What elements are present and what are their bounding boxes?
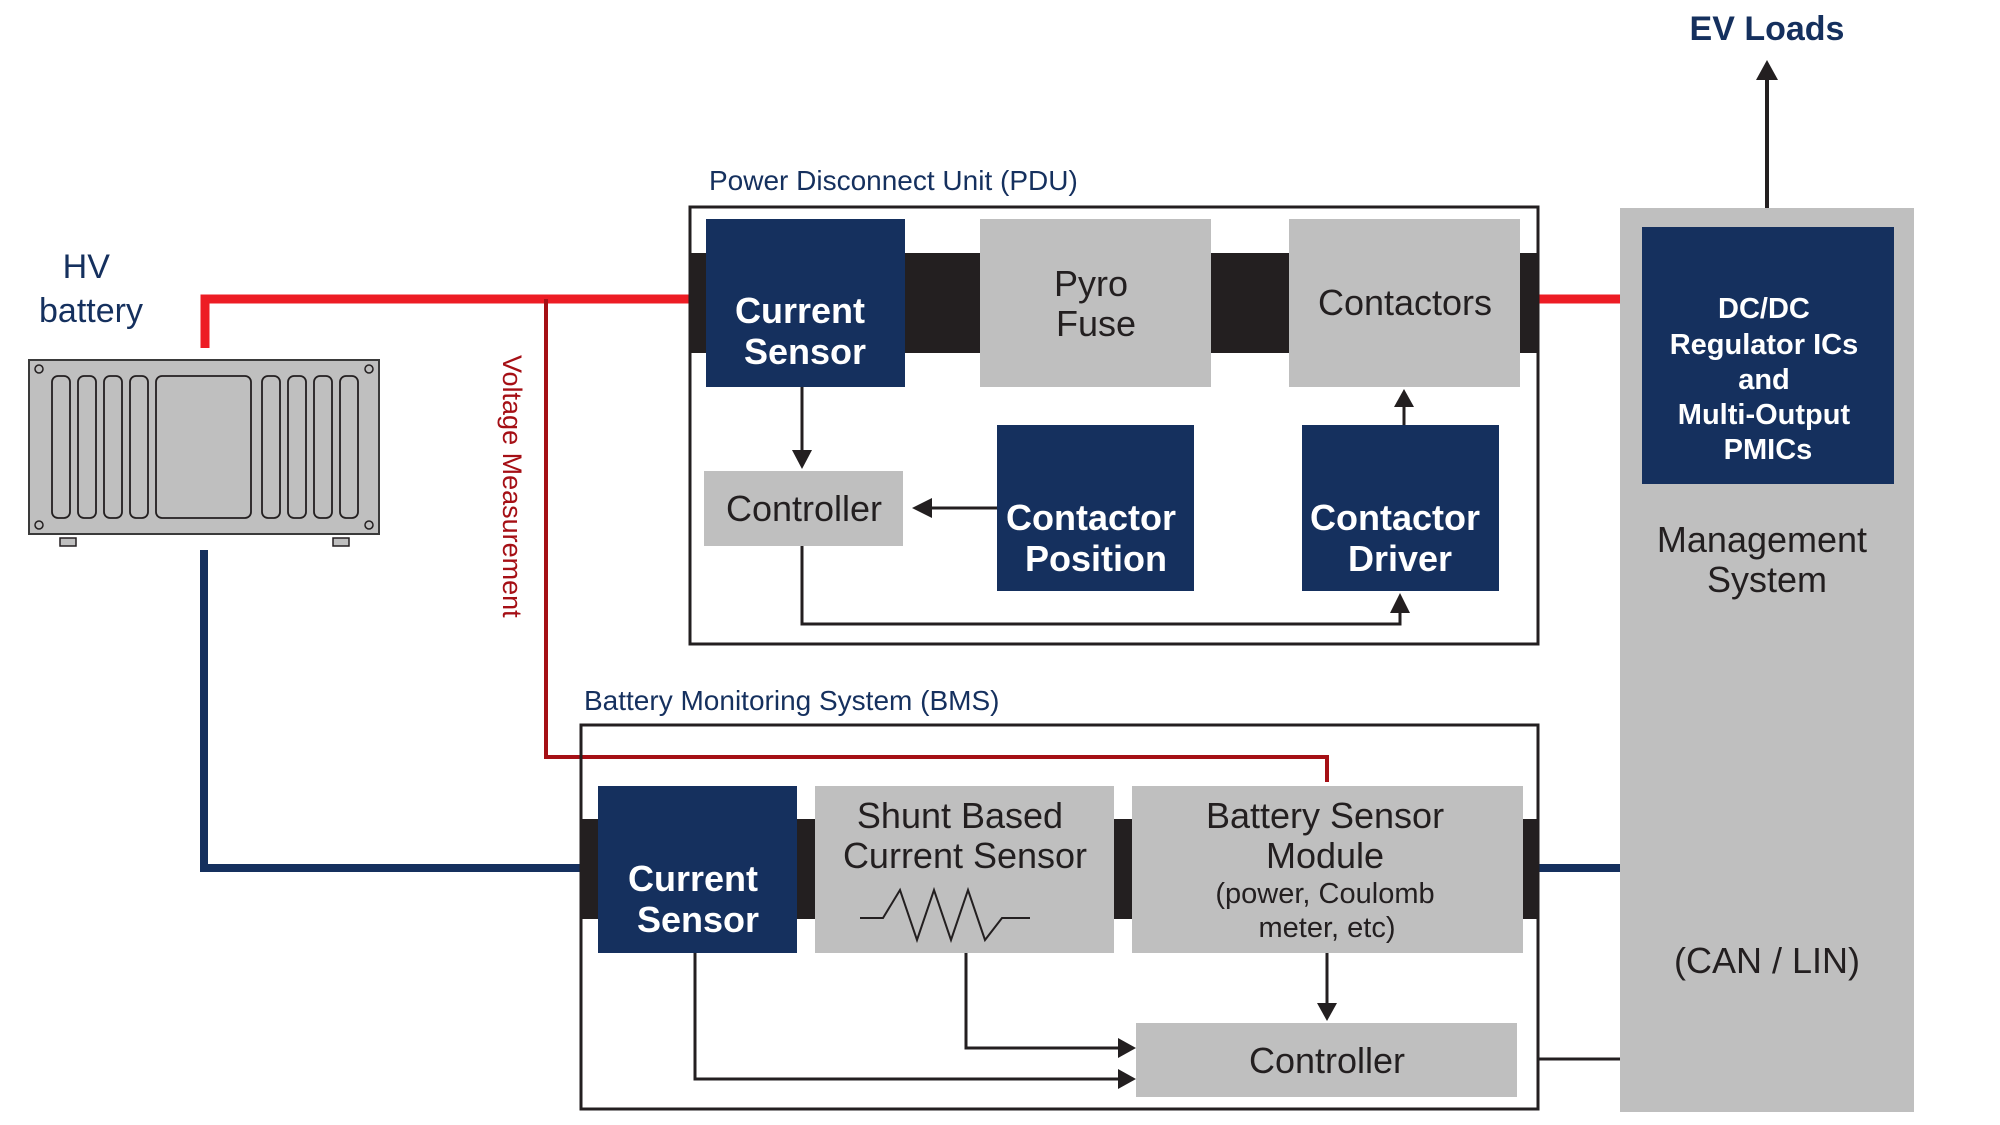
hv-battery-label: HV battery xyxy=(39,248,143,330)
bms-current-sensor-label: Current Sensor xyxy=(628,858,768,940)
contactor-driver-label: Contactor Driver xyxy=(1310,497,1490,579)
dcdc-regulator-block xyxy=(1642,227,1894,484)
voltage-measurement-label: Voltage Measurement xyxy=(497,355,527,618)
hv-positive-line xyxy=(200,294,690,348)
bms-signal-arrows xyxy=(693,953,1620,1081)
battery-sensor-module-label: Battery Sensor Module (power, Coulomb me… xyxy=(1206,795,1448,944)
arrow-head-controller-to-driver xyxy=(1390,593,1410,613)
can-lin-label: (CAN / LIN) xyxy=(1674,940,1860,981)
pyro-fuse-label: Pyro Fuse xyxy=(1054,263,1138,344)
pdu-signal-arrows xyxy=(800,387,1406,626)
battery-pack-icon xyxy=(28,359,380,547)
contactor-driver xyxy=(1302,425,1499,591)
pdu-current-sensor-label: Current Sensor xyxy=(735,290,875,372)
arrow-head-position-to-controller xyxy=(912,498,932,518)
bms-controller-label: Controller xyxy=(1249,1040,1405,1081)
pyro-fuse xyxy=(980,219,1211,387)
bms-title: Battery Monitoring System (BMS) xyxy=(584,685,999,716)
arrow-head-ev-loads xyxy=(1756,60,1778,80)
bms-controller xyxy=(1136,1023,1517,1097)
hv-negative-line xyxy=(200,550,581,872)
pdu-controller-label: Controller xyxy=(726,488,882,529)
pdu-controller xyxy=(704,471,903,546)
pdu-box xyxy=(688,205,1540,646)
management-system-label: Management System xyxy=(1657,519,1877,600)
arrow-head-driver-to-contactors xyxy=(1394,389,1414,407)
pdu-current-sensor xyxy=(706,219,905,387)
resistor-icon xyxy=(860,886,1030,944)
arrow-head-module-to-controller xyxy=(1317,1003,1337,1021)
battery-sensor-module xyxy=(1132,786,1523,953)
bms-box xyxy=(579,723,1540,1111)
pdu-title: Power Disconnect Unit (PDU) xyxy=(709,165,1078,196)
bms-current-sensor xyxy=(598,786,797,953)
shunt-current-sensor xyxy=(815,786,1114,953)
ev-loads-label: EV Loads xyxy=(1690,10,1845,48)
arrow-head-shunt-to-controller xyxy=(1118,1038,1136,1058)
shunt-current-sensor-label: Shunt Based Current Sensor xyxy=(843,795,1087,876)
contactors-label: Contactors xyxy=(1318,282,1492,323)
arrow-head-current-to-controller-bms xyxy=(1118,1069,1136,1089)
contactor-position-label: Contactor Position xyxy=(1006,497,1186,579)
voltage-measurement-line xyxy=(544,299,1329,782)
contactor-position xyxy=(997,425,1194,591)
dcdc-label: DC/DC Regulator ICs and Multi-Output PMI… xyxy=(1670,293,1867,466)
contactors xyxy=(1289,219,1520,387)
arrow-head-current-to-controller xyxy=(792,450,812,469)
